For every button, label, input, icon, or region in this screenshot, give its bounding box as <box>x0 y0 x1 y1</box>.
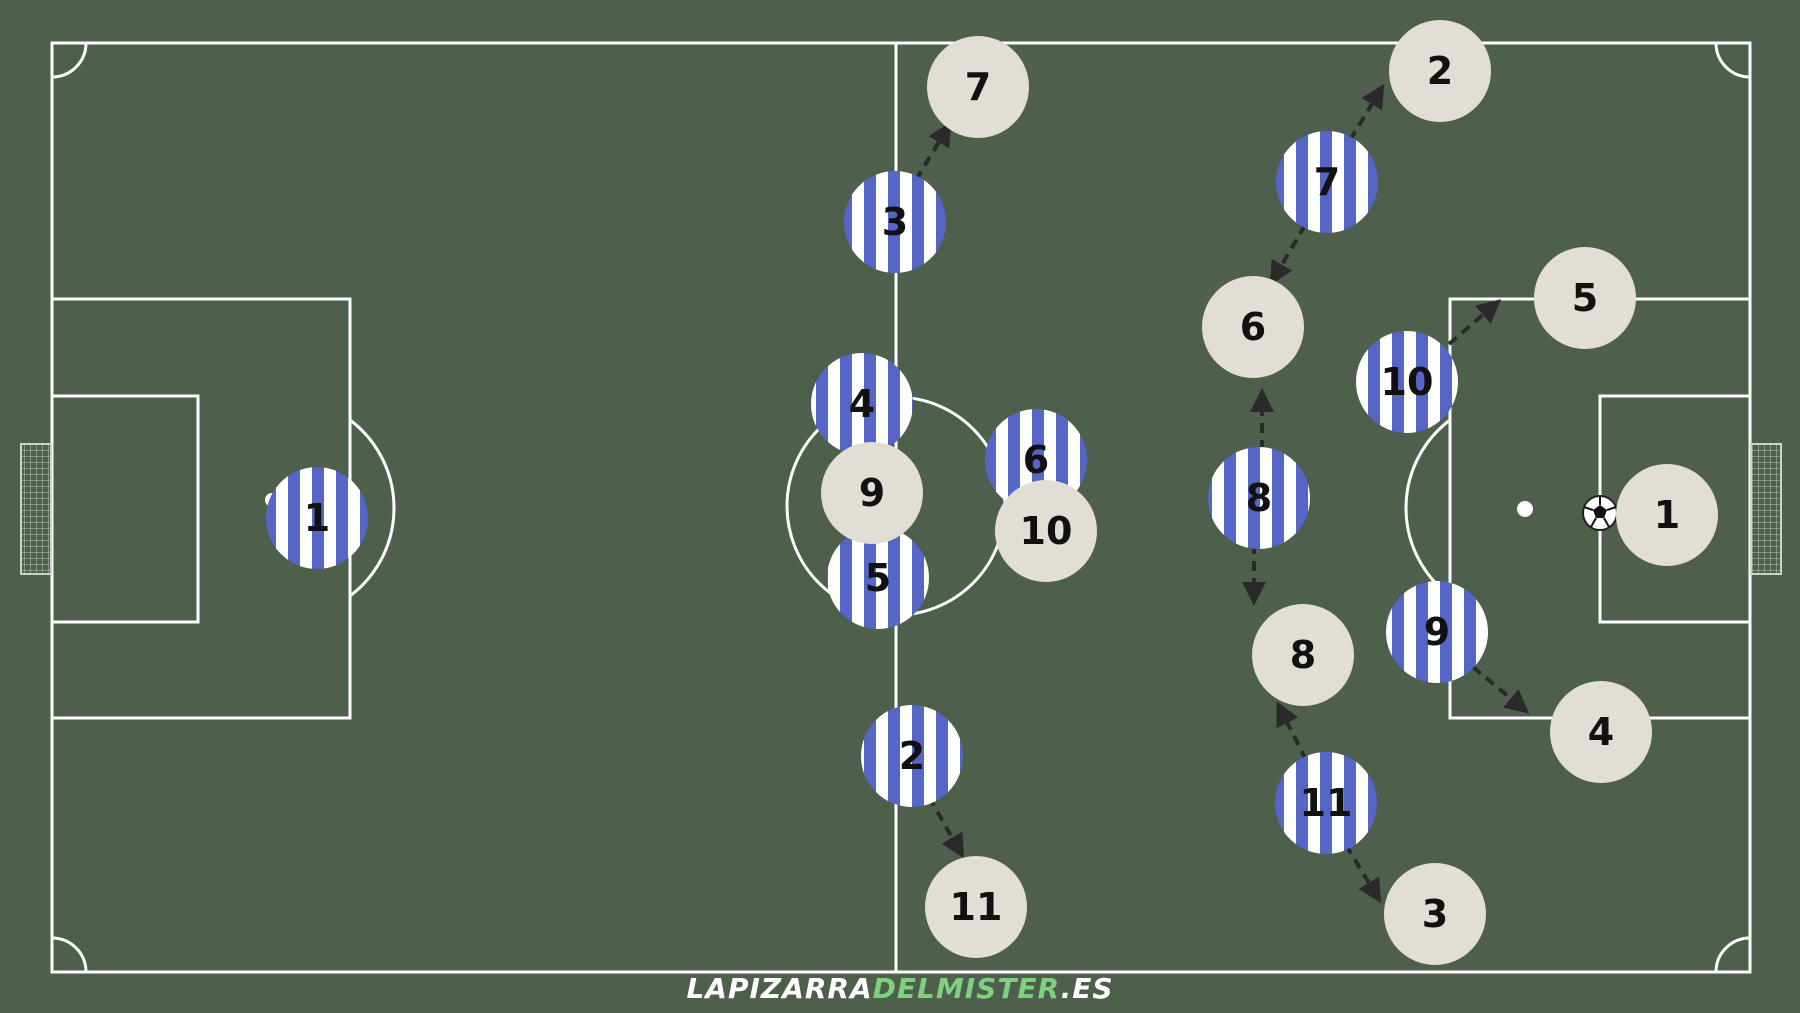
player-number: 2 <box>1427 49 1453 93</box>
watermark-part-3: .ES <box>1060 972 1114 1005</box>
player-number: 3 <box>882 200 908 244</box>
player-number: 5 <box>865 556 891 600</box>
right-goal-net-icon <box>1750 443 1782 575</box>
player-number: 11 <box>1300 781 1353 825</box>
home-player-10[interactable]: 10 <box>1356 331 1458 433</box>
away-player-7[interactable]: 7 <box>927 36 1029 138</box>
corner-arc-top-left <box>51 42 88 79</box>
away-player-9[interactable]: 9 <box>821 442 923 544</box>
away-player-5[interactable]: 5 <box>1534 247 1636 349</box>
home-player-4[interactable]: 4 <box>811 353 913 455</box>
movement-arrow <box>1471 665 1530 714</box>
player-number: 9 <box>859 471 885 515</box>
player-number: 1 <box>1654 493 1680 537</box>
penalty-spot-right <box>1517 501 1533 517</box>
left-goal-net-icon <box>20 443 52 575</box>
player-number: 4 <box>1588 710 1614 754</box>
home-player-9[interactable]: 9 <box>1386 581 1488 683</box>
player-number: 3 <box>1422 892 1448 936</box>
left-penalty-arc <box>349 418 396 598</box>
home-player-7[interactable]: 7 <box>1276 131 1378 233</box>
away-player-2[interactable]: 2 <box>1389 20 1491 122</box>
left-goal-area <box>50 394 200 624</box>
home-team: 1 3 4 5 2 6 7 8 <box>266 131 1488 854</box>
right-penalty-arc <box>1404 418 1451 598</box>
corner-arc-bottom-left <box>51 936 88 973</box>
site-watermark: LAPIZARRADELMISTER.ES <box>0 972 1800 1005</box>
soccer-ball-icon[interactable] <box>1582 495 1618 531</box>
movement-arrow <box>1348 83 1385 142</box>
movement-arrow <box>1447 299 1502 346</box>
player-number: 6 <box>1240 305 1266 349</box>
movement-arrow <box>914 121 952 182</box>
watermark-part-1: LAPIZARRA <box>686 972 873 1005</box>
away-player-6[interactable]: 6 <box>1202 276 1304 378</box>
watermark-part-2: DELMISTER <box>872 972 1061 1005</box>
away-player-11[interactable]: 11 <box>925 856 1027 958</box>
movement-arrow <box>1344 843 1382 904</box>
player-number: 1 <box>304 496 330 540</box>
away-player-8[interactable]: 8 <box>1252 604 1354 706</box>
player-number: 9 <box>1424 610 1450 654</box>
player-number: 10 <box>1020 509 1073 553</box>
movement-arrow <box>1276 701 1308 761</box>
movement-arrows <box>914 83 1530 904</box>
away-player-3[interactable]: 3 <box>1384 863 1486 965</box>
home-player-11[interactable]: 11 <box>1275 752 1377 854</box>
movement-arrow <box>927 796 964 859</box>
away-player-10[interactable]: 10 <box>995 480 1097 582</box>
player-number: 10 <box>1381 360 1434 404</box>
away-player-1[interactable]: 1 <box>1616 464 1718 566</box>
corner-arc-bottom-right <box>1714 936 1751 973</box>
home-player-8[interactable]: 8 <box>1208 447 1310 549</box>
home-player-5[interactable]: 5 <box>827 527 929 629</box>
away-player-4[interactable]: 4 <box>1550 681 1652 783</box>
away-team: 7 9 10 11 2 6 5 8 <box>821 20 1718 965</box>
player-number: 4 <box>849 382 875 426</box>
player-number: 7 <box>965 65 991 109</box>
movement-arrow <box>1269 223 1307 286</box>
player-number: 8 <box>1290 633 1316 677</box>
player-number: 7 <box>1314 160 1340 204</box>
home-player-2[interactable]: 2 <box>861 705 963 807</box>
player-number: 5 <box>1572 276 1598 320</box>
player-number: 2 <box>899 734 925 778</box>
home-player-3[interactable]: 3 <box>844 171 946 273</box>
corner-arc-top-right <box>1714 42 1751 79</box>
player-number: 8 <box>1246 476 1272 520</box>
player-number: 11 <box>950 885 1003 929</box>
home-player-1[interactable]: 1 <box>266 467 368 569</box>
player-number: 6 <box>1023 438 1049 482</box>
